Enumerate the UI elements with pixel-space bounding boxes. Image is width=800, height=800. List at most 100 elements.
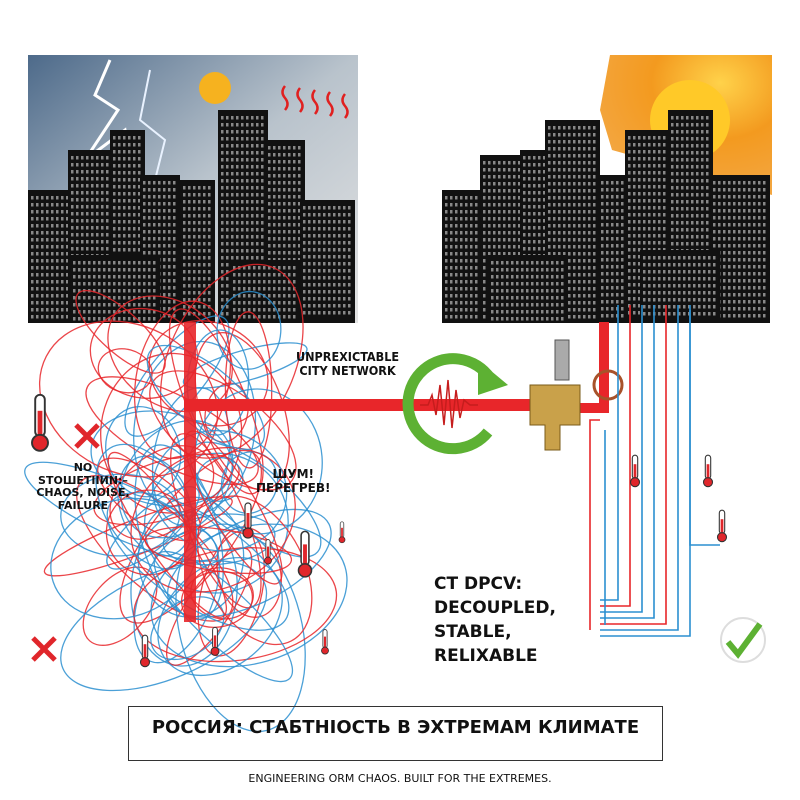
check-circle-icon bbox=[720, 617, 766, 663]
window bbox=[251, 235, 254, 239]
window bbox=[538, 233, 541, 237]
window bbox=[163, 216, 166, 220]
window bbox=[578, 203, 581, 207]
window bbox=[528, 205, 531, 209]
window bbox=[696, 242, 699, 246]
window bbox=[501, 268, 504, 272]
window bbox=[318, 241, 321, 245]
window bbox=[518, 238, 521, 242]
window bbox=[521, 275, 524, 279]
window bbox=[691, 186, 694, 190]
label-line: DECOUPLED, bbox=[434, 598, 556, 618]
window bbox=[198, 291, 201, 295]
window bbox=[71, 191, 74, 195]
window bbox=[713, 312, 716, 316]
window bbox=[241, 242, 244, 246]
window bbox=[538, 212, 541, 216]
window bbox=[221, 270, 224, 274]
window bbox=[343, 297, 346, 301]
window bbox=[738, 300, 741, 304]
window bbox=[713, 263, 716, 267]
window bbox=[256, 256, 259, 260]
window bbox=[168, 300, 171, 304]
window bbox=[501, 317, 504, 321]
window bbox=[226, 179, 229, 183]
window bbox=[706, 165, 709, 169]
window bbox=[221, 291, 224, 295]
window bbox=[653, 171, 656, 175]
window bbox=[288, 195, 291, 199]
window bbox=[753, 258, 756, 262]
window bbox=[293, 244, 296, 248]
window bbox=[76, 156, 79, 160]
window bbox=[86, 177, 89, 181]
window bbox=[493, 189, 496, 193]
window bbox=[701, 214, 704, 218]
window bbox=[573, 203, 576, 207]
thermometer-fill bbox=[303, 544, 307, 566]
window bbox=[678, 277, 681, 281]
window bbox=[158, 244, 161, 248]
window bbox=[73, 268, 76, 272]
window bbox=[723, 314, 726, 318]
window bbox=[475, 210, 478, 214]
window bbox=[273, 258, 276, 262]
window bbox=[91, 240, 94, 244]
window bbox=[450, 315, 453, 319]
window bbox=[198, 270, 201, 274]
window bbox=[553, 133, 556, 137]
window bbox=[578, 196, 581, 200]
window bbox=[108, 275, 111, 279]
window bbox=[533, 219, 536, 223]
label-line: CITY NETWORK bbox=[299, 363, 396, 379]
window bbox=[263, 308, 266, 312]
window bbox=[758, 265, 761, 269]
window bbox=[686, 158, 689, 162]
window bbox=[706, 207, 709, 211]
window bbox=[488, 161, 491, 165]
window bbox=[763, 279, 766, 283]
thermometer-icon bbox=[31, 393, 49, 452]
window bbox=[621, 258, 624, 262]
window bbox=[243, 301, 246, 305]
window bbox=[118, 234, 121, 238]
window bbox=[498, 231, 501, 235]
window bbox=[465, 217, 468, 221]
window bbox=[208, 291, 211, 295]
window bbox=[758, 223, 761, 227]
window bbox=[703, 277, 706, 281]
window bbox=[470, 231, 473, 235]
window bbox=[243, 280, 246, 284]
window bbox=[106, 219, 109, 223]
window bbox=[343, 206, 346, 210]
window bbox=[293, 223, 296, 227]
window bbox=[226, 158, 229, 162]
window bbox=[268, 202, 271, 206]
window bbox=[108, 282, 111, 286]
window bbox=[691, 242, 694, 246]
window bbox=[221, 158, 224, 162]
window bbox=[728, 300, 731, 304]
window bbox=[188, 284, 191, 288]
window bbox=[758, 293, 761, 297]
window bbox=[743, 195, 746, 199]
window bbox=[561, 317, 564, 321]
window bbox=[536, 310, 539, 314]
window bbox=[470, 217, 473, 221]
window bbox=[278, 244, 281, 248]
window bbox=[551, 261, 554, 265]
window bbox=[748, 300, 751, 304]
window bbox=[288, 202, 291, 206]
window bbox=[465, 245, 468, 249]
thermometer-icon bbox=[139, 634, 151, 668]
window bbox=[41, 217, 44, 221]
window bbox=[738, 265, 741, 269]
window bbox=[713, 298, 716, 302]
window bbox=[563, 245, 566, 249]
window bbox=[526, 296, 529, 300]
window bbox=[543, 226, 546, 230]
window bbox=[588, 259, 591, 263]
window bbox=[283, 315, 286, 319]
window bbox=[528, 247, 531, 251]
window bbox=[168, 237, 171, 241]
